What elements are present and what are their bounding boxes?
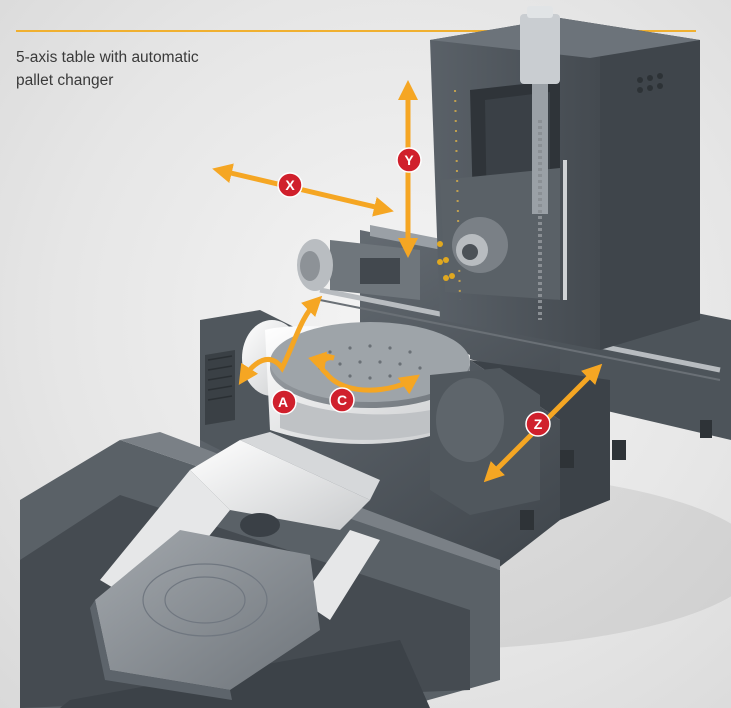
c-axis-label: C	[337, 392, 347, 408]
x-axis-marker: X	[277, 172, 303, 198]
tool-changer	[297, 239, 420, 300]
y-axis-marker: Y	[396, 147, 422, 173]
spindle-head	[437, 217, 508, 281]
caption-line-1: 5-axis table with automatic	[16, 49, 199, 66]
accent-rule	[16, 30, 696, 32]
machine-column	[430, 18, 700, 350]
x-axis-arrow	[212, 163, 394, 217]
a-axis-marker: A	[271, 389, 297, 415]
x-axis-label: X	[285, 177, 295, 193]
pallet-plate	[90, 513, 320, 700]
c-axis-marker: C	[329, 387, 355, 413]
spindle-motor	[520, 6, 560, 320]
caption: 5-axis table with automatic pallet chang…	[16, 46, 276, 92]
a-axis-label: A	[278, 394, 288, 410]
c-axis-arrow	[308, 351, 420, 395]
z-axis-marker: Z	[525, 411, 551, 437]
caption-line-2: pallet changer	[16, 72, 114, 89]
y-axis-label: Y	[404, 152, 414, 168]
z-axis-label: Z	[534, 416, 543, 432]
a-axis-arrow	[238, 295, 323, 386]
